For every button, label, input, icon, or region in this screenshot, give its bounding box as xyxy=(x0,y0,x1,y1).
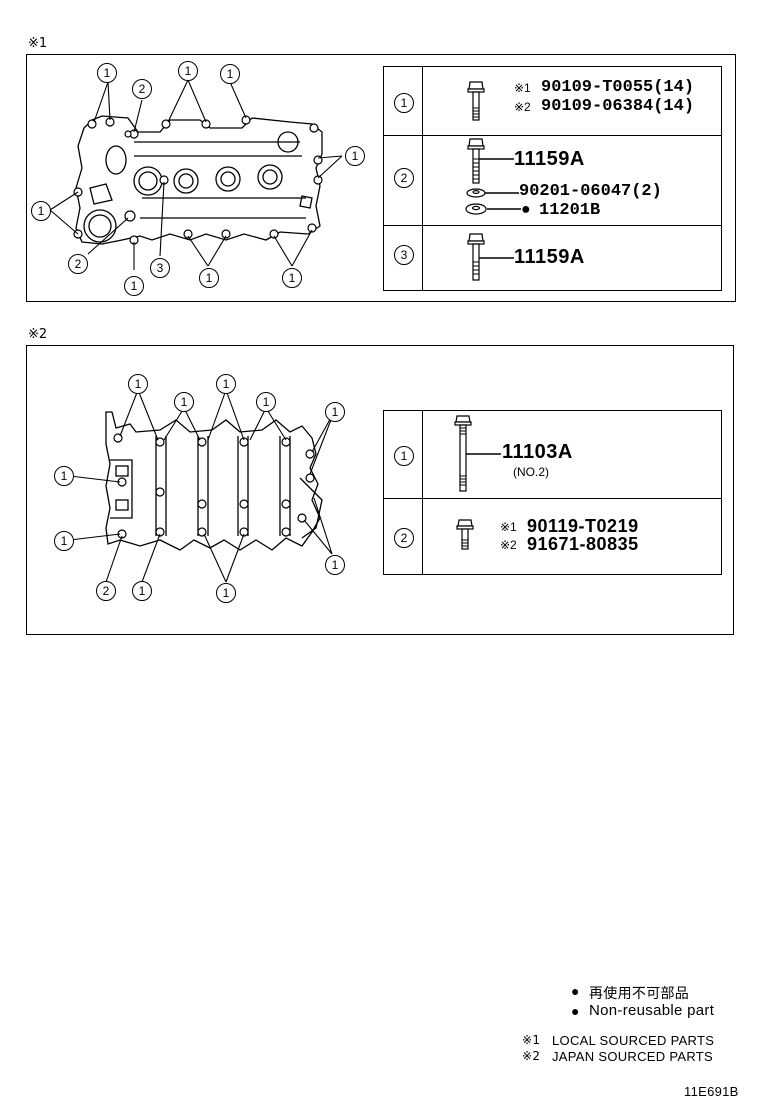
callout-1: 1 xyxy=(31,201,51,221)
table-ref-2: 2 xyxy=(394,168,414,188)
part-number: 90119-T0219 xyxy=(527,516,639,536)
note-mark-1: ※1 xyxy=(522,1033,541,1047)
long-bolt-icon xyxy=(467,233,514,281)
callout-2: 2 xyxy=(96,581,116,601)
callout-1: 1 xyxy=(325,555,345,575)
callout-1: 1 xyxy=(220,64,240,84)
legend-en: Non-reusable part xyxy=(589,1002,715,1019)
callout-1: 1 xyxy=(97,63,117,83)
parts-table-1 xyxy=(383,66,722,291)
parts-table-2 xyxy=(383,410,722,575)
washer-icon xyxy=(465,188,521,215)
callout-1: 1 xyxy=(282,268,302,288)
callout-1: 1 xyxy=(325,402,345,422)
non-reusable-dot: ● xyxy=(521,201,531,219)
part-number: 90201-06047(2) xyxy=(519,182,662,201)
legend-dot: ● xyxy=(571,983,580,999)
section-2-frame xyxy=(26,345,734,635)
callout-1: 1 xyxy=(54,466,74,486)
callout-2: 2 xyxy=(68,254,88,274)
callout-1: 1 xyxy=(124,276,144,296)
callout-2: 2 xyxy=(132,79,152,99)
diagram-id: 11E691B xyxy=(684,1084,739,1099)
short-bolt-icon xyxy=(467,81,485,121)
part-number: 90109-T0055(14) xyxy=(541,78,695,97)
cylinder-head-diagram xyxy=(49,79,343,270)
section-1-frame xyxy=(26,54,736,302)
callout-1: 1 xyxy=(54,531,74,551)
source-mark-1: ※1 xyxy=(514,81,531,95)
part-number: 11159A xyxy=(514,246,585,268)
legend-dot: ● xyxy=(571,1003,580,1019)
long-stud-bolt-icon xyxy=(454,415,501,492)
source-mark-2: ※2 xyxy=(514,100,531,114)
callout-1: 1 xyxy=(199,268,219,288)
part-number: 11201B xyxy=(539,201,601,220)
callout-1: 1 xyxy=(216,374,236,394)
callout-1: 1 xyxy=(216,583,236,603)
part-number: 91671-80835 xyxy=(527,534,639,554)
small-bolt-icon xyxy=(456,519,474,550)
legend-jp: 再使用不可部品 xyxy=(589,986,690,1002)
long-bolt-icon xyxy=(467,138,514,184)
note-mark-2: ※2 xyxy=(522,1049,541,1063)
table-ref-1: 1 xyxy=(394,446,414,466)
callout-3: 3 xyxy=(150,258,170,278)
part-note: (NO.2) xyxy=(513,465,549,479)
table-ref-2: 2 xyxy=(394,528,414,548)
part-number: 11159A xyxy=(514,148,585,170)
cam-housing-diagram xyxy=(69,389,335,583)
callout-1: 1 xyxy=(256,392,276,412)
source-mark-2: ※2 xyxy=(500,538,517,552)
table-ref-1: 1 xyxy=(394,93,414,113)
callout-1: 1 xyxy=(174,392,194,412)
part-number: 11103A xyxy=(502,441,573,463)
source-mark-1: ※1 xyxy=(500,520,517,534)
note-text-2: JAPAN SOURCED PARTS xyxy=(552,1049,714,1064)
note-text-1: LOCAL SOURCED PARTS xyxy=(552,1033,715,1048)
callout-1: 1 xyxy=(128,374,148,394)
callout-1: 1 xyxy=(178,61,198,81)
section-1-label: ※1 xyxy=(28,36,48,51)
callout-1: 1 xyxy=(345,146,365,166)
table-ref-3: 3 xyxy=(394,245,414,265)
part-number: 90109-06384(14) xyxy=(541,97,695,116)
section-2-label: ※2 xyxy=(28,327,48,342)
callout-1: 1 xyxy=(132,581,152,601)
